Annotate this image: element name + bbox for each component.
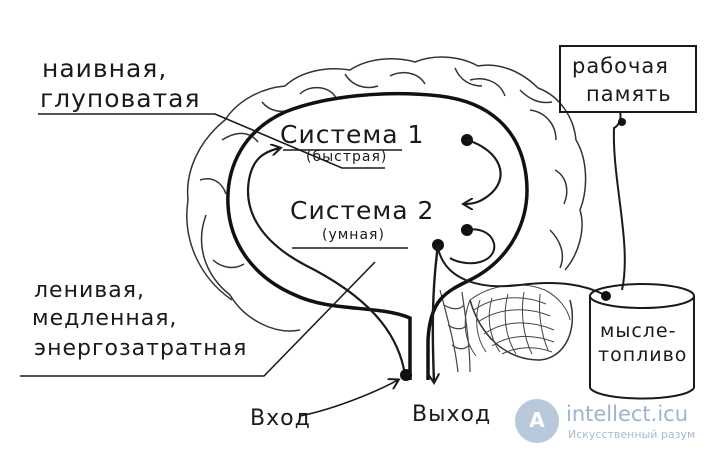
system2-title: Система 2 [290, 196, 435, 225]
watermark-logo-icon [515, 399, 559, 443]
output-label: Выход [412, 402, 492, 427]
memory-wire [612, 111, 626, 291]
watermark-site: intellect.icu [566, 402, 689, 426]
input-label: Вход [250, 406, 311, 431]
input-dot [400, 369, 412, 381]
output-arrow [433, 244, 438, 382]
leader-lines [20, 113, 408, 377]
memory-label-line1: рабочая [572, 54, 669, 78]
naive-label-line1: наивная, [42, 54, 168, 83]
watermark-logo-letter: A [529, 408, 545, 432]
system1-subtitle: (быстрая) [306, 149, 388, 165]
watermark-tagline: Искусственный разум [568, 428, 696, 441]
fuel-label-line1: мысле- [600, 320, 677, 342]
fuel-label-line2: топливо [598, 344, 688, 366]
lazy-label-line2: медленная, [32, 306, 178, 331]
system2-loop [449, 228, 496, 265]
working-memory-box [559, 45, 697, 113]
naive-label-line2: глуповатая [40, 84, 201, 113]
fuel-wire [437, 247, 606, 296]
system-boundary [226, 91, 529, 380]
lazy-label-line1: ленивая, [34, 278, 145, 303]
input-path [246, 148, 407, 376]
fuel-tank [589, 283, 695, 400]
system1-title: Система 1 [280, 120, 425, 149]
system2-subtitle: (умная) [322, 227, 385, 243]
lazy-label-line3: энергозатратная [34, 336, 248, 361]
cerebellum [464, 284, 571, 357]
watermark: A intellect.icu Искусственный разум [514, 396, 710, 448]
memory-label-line2: память [586, 82, 672, 106]
fuel-wire-dot [601, 291, 611, 301]
memory-wire-dot [618, 118, 626, 126]
input-arrow [299, 380, 398, 417]
system1-to-system2-arrow [464, 138, 502, 204]
